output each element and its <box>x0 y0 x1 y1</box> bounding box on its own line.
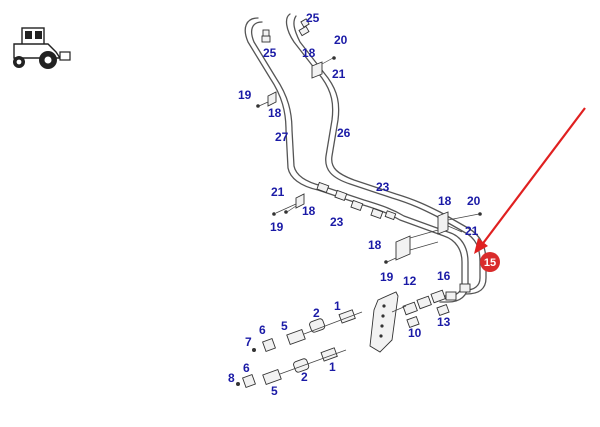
label-6: 6 <box>243 361 250 375</box>
fitting-25-right <box>298 18 310 37</box>
coupler-upper <box>252 309 363 352</box>
label-16: 16 <box>437 269 451 283</box>
label-18: 18 <box>438 194 452 208</box>
label-12: 12 <box>403 274 417 288</box>
label-25: 25 <box>263 46 277 60</box>
label-18: 18 <box>368 238 382 252</box>
pipe-fittings <box>316 181 471 301</box>
clamp-18-left <box>256 91 277 108</box>
pipe-26 <box>285 13 487 295</box>
label-1: 1 <box>334 299 341 313</box>
label-19: 19 <box>270 220 284 234</box>
label-8: 8 <box>228 371 235 385</box>
clamp-18-top <box>311 56 336 79</box>
label-23: 23 <box>376 180 390 194</box>
label-21: 21 <box>271 185 285 199</box>
label-25: 25 <box>306 11 320 25</box>
label-7: 7 <box>245 335 252 349</box>
label-18: 18 <box>268 106 282 120</box>
label-1: 1 <box>329 360 336 374</box>
valve-block <box>391 289 450 329</box>
clamp-18-lower <box>384 229 439 264</box>
label-2: 2 <box>313 306 320 320</box>
label-5: 5 <box>281 319 288 333</box>
label-20: 20 <box>334 33 348 47</box>
label-19: 19 <box>380 270 394 284</box>
label-5: 5 <box>271 384 278 398</box>
label-10: 10 <box>408 326 422 340</box>
label-23: 23 <box>330 215 344 229</box>
label-18: 18 <box>302 46 316 60</box>
mounting-bracket <box>369 291 399 353</box>
clamp-18-right <box>437 211 482 235</box>
pipe-27 <box>244 17 469 303</box>
label-27: 27 <box>275 130 289 144</box>
bolts <box>272 203 297 216</box>
fitting-25-left <box>261 29 271 43</box>
label-6: 6 <box>259 323 266 337</box>
label-2: 2 <box>301 370 308 384</box>
clamp-18-middle <box>284 193 305 214</box>
label-21: 21 <box>332 67 346 81</box>
label-21: 21 <box>465 224 479 238</box>
coupler-lower <box>236 347 347 388</box>
part-labels: 25 25 18 20 21 19 18 27 26 21 18 19 23 2… <box>228 11 481 398</box>
tractor-icon <box>13 27 71 69</box>
callout-badge-text: 15 <box>484 257 496 269</box>
callout-arrow <box>474 107 586 254</box>
label-13: 13 <box>437 315 451 329</box>
label-20: 20 <box>467 194 481 208</box>
label-18: 18 <box>302 204 316 218</box>
label-26: 26 <box>337 126 351 140</box>
callout-badge-15: 15 <box>480 252 500 272</box>
label-19: 19 <box>238 88 252 102</box>
